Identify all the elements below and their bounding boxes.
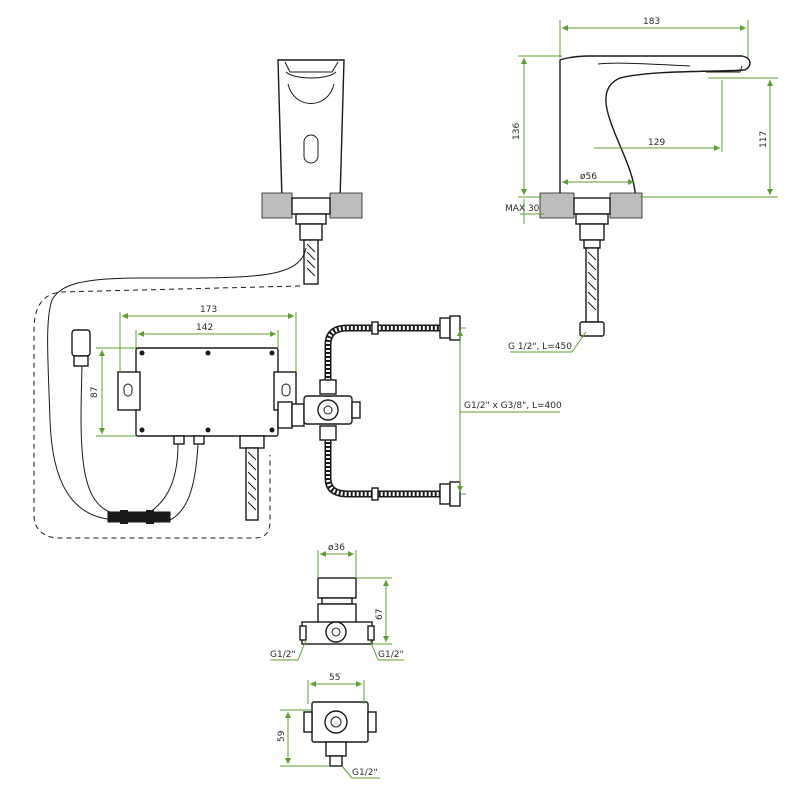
- label-hose450: G 1/2", L=450: [508, 342, 572, 352]
- label-117: 117: [759, 131, 769, 148]
- dim-g12-bottom: [341, 765, 380, 779]
- label-36: ø36: [328, 543, 345, 553]
- label-142: 142: [196, 323, 213, 333]
- dim-36: [317, 550, 357, 578]
- valve-detail-front: [299, 577, 375, 645]
- dim-136: [518, 55, 562, 198]
- label-173: 173: [200, 305, 217, 315]
- label-87: 87: [90, 387, 100, 398]
- label-183: 183: [643, 17, 660, 27]
- power-cable: [71, 329, 199, 524]
- countertop-front: [261, 192, 363, 219]
- dim-67: [356, 577, 392, 645]
- dim-hose450: [510, 331, 587, 353]
- faucet-side-view: [539, 55, 751, 337]
- dim-g12-right: [369, 639, 404, 661]
- dim-55: [307, 680, 365, 704]
- label-56: ø56: [580, 172, 597, 182]
- installation-boundary: [33, 285, 301, 539]
- dim-59: [280, 709, 330, 767]
- countertop-side: [539, 192, 643, 219]
- dim-142: [135, 330, 279, 348]
- label-67: 67: [375, 609, 385, 620]
- faucet-front-view: [261, 59, 363, 285]
- mixing-valve-assembly: [303, 315, 461, 507]
- valve-detail-top: [303, 701, 377, 767]
- label-g12-right: G1/2": [378, 650, 404, 660]
- dim-117: [640, 77, 778, 198]
- dim-max30: [520, 199, 544, 224]
- label-129: 129: [648, 138, 665, 148]
- label-max30: MAX 30: [505, 204, 540, 214]
- dim-129: [594, 80, 723, 152]
- sensor-cable: [47, 247, 307, 521]
- label-59: 59: [277, 730, 287, 742]
- label-55: 55: [329, 673, 340, 683]
- dim-hose400: [457, 327, 560, 495]
- label-136: 136: [512, 123, 522, 140]
- dim-g12-left: [270, 639, 307, 661]
- label-g12-bottom: G1/2": [352, 768, 378, 778]
- control-box: [117, 347, 305, 521]
- label-hose400: G1/2" x G3/8", L=400: [464, 401, 562, 411]
- dim-173: [119, 312, 297, 372]
- dim-87: [96, 347, 136, 437]
- label-g12-left: G1/2": [270, 650, 296, 660]
- dim-183: [559, 20, 749, 58]
